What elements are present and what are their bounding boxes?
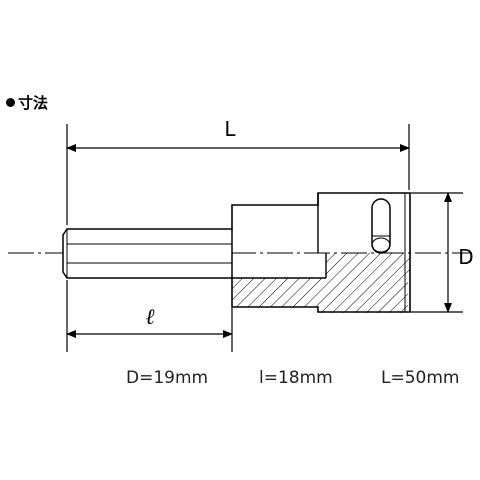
hex-bit xyxy=(62,228,233,279)
hatched-section xyxy=(232,253,410,313)
section-title: 寸法 xyxy=(18,94,49,112)
socket-body xyxy=(231,192,411,313)
overall-length-dimension: L xyxy=(66,117,410,225)
pin-hole-slot xyxy=(371,198,391,254)
hex-length-dimension: ℓ xyxy=(66,280,233,352)
spec-hex-length: l=18mm xyxy=(259,368,333,388)
diameter-label: D xyxy=(458,245,473,269)
bullet-icon xyxy=(6,98,15,107)
diameter-dimension: D xyxy=(411,192,474,313)
hex-length-label: ℓ xyxy=(145,305,155,330)
spec-overall-length: L=50mm xyxy=(381,368,460,388)
section-heading: 寸法 xyxy=(6,92,48,113)
overall-length-label: L xyxy=(224,117,236,141)
spec-diameter: D=19mm xyxy=(126,368,209,388)
